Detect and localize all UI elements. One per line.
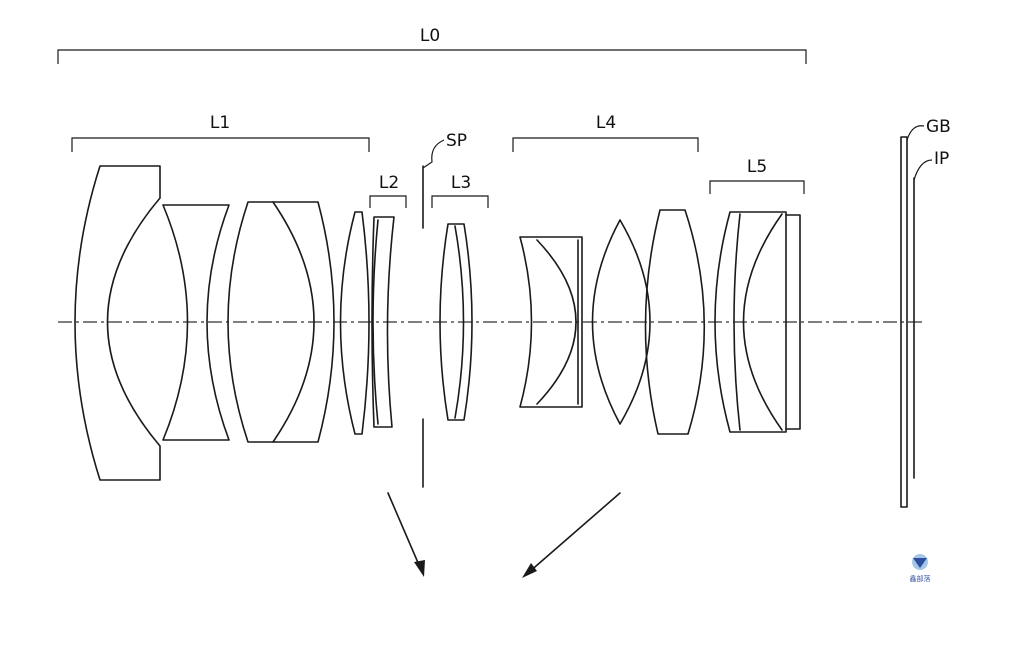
lens-l4-concave — [519, 236, 583, 408]
lens-l3 — [439, 223, 473, 421]
gb-leader — [906, 125, 925, 141]
label-l1: L1 — [210, 113, 230, 133]
bracket-l1 — [71, 137, 370, 152]
glass-block-gb — [900, 136, 908, 508]
bracket-l2 — [369, 195, 407, 208]
label-l2: L2 — [379, 173, 399, 193]
lens-l4-biconvex — [591, 219, 651, 425]
watermark-text: 鑫部落 — [910, 574, 931, 583]
label-l3: L3 — [451, 173, 471, 193]
bracket-l5 — [709, 180, 805, 194]
lens-l5-rear — [785, 214, 801, 430]
lens-l3-junction — [454, 225, 465, 419]
watermark-logo-icon — [912, 554, 928, 570]
arrow-right — [527, 492, 621, 574]
sp-leader — [422, 139, 445, 169]
label-gb: GB — [926, 117, 951, 137]
lens-l5-front — [714, 211, 787, 433]
lens-l2 — [371, 216, 395, 428]
bracket-l0 — [57, 49, 807, 64]
label-l5: L5 — [747, 157, 767, 177]
bracket-l3 — [431, 195, 489, 208]
lens-l1-meniscus — [74, 165, 161, 481]
ip-leader — [913, 159, 933, 181]
lens-l5-junction — [742, 213, 783, 431]
bracket-l4 — [512, 137, 699, 152]
arrow-right-head — [522, 563, 537, 578]
arrow-left-head — [414, 560, 425, 577]
label-ip: IP — [934, 149, 949, 169]
label-l4: L4 — [596, 113, 616, 133]
lens-l1-thin — [339, 211, 370, 435]
lens-l4-concave-junction — [536, 239, 577, 405]
lens-l1-doublet-junction — [272, 201, 315, 443]
label-sp: SP — [446, 131, 467, 151]
arrow-left — [387, 492, 423, 573]
lens-l4-large — [644, 209, 706, 435]
lens-l5-front-inner — [733, 213, 741, 431]
lens-l1-biconcave — [162, 204, 230, 441]
lens-l1-doublet — [227, 201, 335, 443]
label-l0: L0 — [420, 26, 440, 46]
lens-l2-inner — [372, 219, 379, 425]
